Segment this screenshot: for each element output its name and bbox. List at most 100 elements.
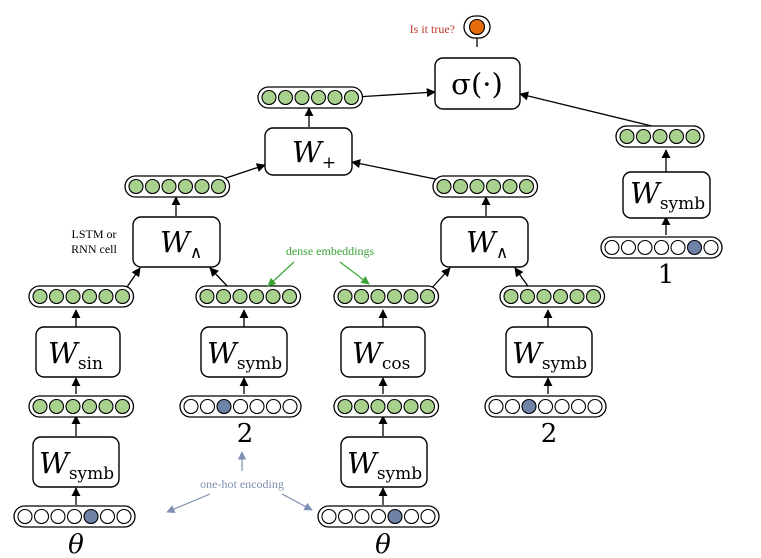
box-cos: Wcos xyxy=(340,326,426,378)
vector-sin-output xyxy=(28,285,135,308)
vector-unit xyxy=(370,398,386,415)
vector-unit xyxy=(50,508,66,525)
vector-unit xyxy=(48,288,65,305)
vector-cos-output xyxy=(333,285,440,308)
svg-text:W∧: W∧ xyxy=(466,225,508,263)
vector-unit xyxy=(83,508,99,525)
vector-unit xyxy=(337,288,353,305)
vector-unit xyxy=(569,288,585,305)
vector-unit xyxy=(232,398,249,415)
box-symb-right-top: Wsymb xyxy=(622,171,711,219)
vector-unit xyxy=(161,178,177,195)
vector-unit xyxy=(183,398,199,415)
box-sin: Wsin xyxy=(35,326,121,378)
vector-unit xyxy=(419,398,436,415)
vector-unit xyxy=(652,128,668,145)
token-two-a: 2 xyxy=(237,419,254,449)
vector-unit xyxy=(337,398,353,415)
token-one: 1 xyxy=(658,260,675,290)
vector-unit xyxy=(521,398,537,415)
vector-unit xyxy=(128,178,144,195)
edge-cosvec-to-and xyxy=(429,267,451,291)
dense-arrow-left xyxy=(267,261,295,287)
vector-unit xyxy=(354,508,370,525)
vector-unit xyxy=(536,288,552,305)
vector-unit xyxy=(327,89,343,106)
vector-unit xyxy=(420,508,436,525)
vector-unit xyxy=(452,178,469,195)
vector-unit xyxy=(436,178,452,195)
plus-main: W xyxy=(292,135,324,169)
vector-unit xyxy=(604,239,620,256)
vector-unit xyxy=(114,288,131,305)
vector-unit xyxy=(343,89,360,106)
vector-plus-input-left xyxy=(124,175,231,198)
vector-unit xyxy=(386,398,403,415)
vector-right-top xyxy=(615,125,705,148)
edge-vec-to-sigma xyxy=(355,87,436,98)
and-left-sub: ∧ xyxy=(190,243,202,263)
token-theta-a: θ xyxy=(68,530,84,558)
plus-sub: + xyxy=(322,153,336,173)
box-and-left: W∧ xyxy=(132,216,221,268)
vector-unit xyxy=(210,178,227,195)
vector-unit xyxy=(552,288,569,305)
vector-unit xyxy=(177,178,194,195)
vector-theta-a-output xyxy=(28,395,135,418)
vector-onehot-theta-b xyxy=(317,505,440,528)
vector-unit xyxy=(248,288,265,305)
vector-onehot-1 xyxy=(600,236,723,259)
vector-unit xyxy=(114,398,131,415)
vector-unit xyxy=(585,288,602,305)
vector-unit xyxy=(570,398,587,415)
vector-plus-input-right xyxy=(432,175,539,198)
vector-unit xyxy=(277,89,294,106)
vector-unit xyxy=(99,508,116,525)
box-symb-2a: Wsymb xyxy=(200,326,288,378)
vector-unit xyxy=(48,398,65,415)
vector-unit xyxy=(554,398,570,415)
vector-unit xyxy=(485,178,502,195)
vector-unit xyxy=(261,89,277,106)
dense-arrow-right xyxy=(339,261,370,285)
vector-unit xyxy=(98,288,114,305)
vector-unit xyxy=(116,508,132,525)
and-right-sub: ∧ xyxy=(496,243,508,263)
box-symb-theta-a: Wsymb xyxy=(32,436,120,488)
vector-unit xyxy=(32,288,48,305)
token-two-b: 2 xyxy=(541,419,558,449)
vector-unit xyxy=(635,128,652,145)
vector-unit xyxy=(503,288,519,305)
svg-text:Wsymb: Wsymb xyxy=(512,336,587,374)
vector-unit xyxy=(403,288,419,305)
vector-unit xyxy=(353,288,370,305)
vector-unit xyxy=(32,398,48,415)
and-left-main: W xyxy=(160,225,192,259)
one-hot-label: one-hot encoding xyxy=(200,477,284,491)
vector-symb2b-output xyxy=(499,285,606,308)
vector-unit xyxy=(282,398,298,415)
lstm-label-line2: RNN cell xyxy=(71,242,117,256)
vector-unit xyxy=(403,508,420,525)
vector-unit xyxy=(353,398,370,415)
vector-unit xyxy=(488,398,504,415)
vector-unit xyxy=(370,508,387,525)
sigma-label: σ(·) xyxy=(451,67,503,101)
svg-text:Wsymb: Wsymb xyxy=(207,336,282,374)
vector-unit xyxy=(686,239,703,256)
vector-unit xyxy=(265,398,282,415)
vector-unit xyxy=(537,398,554,415)
vector-unit xyxy=(17,508,33,525)
vector-unit xyxy=(232,288,248,305)
onehot-arrow-right xyxy=(281,493,313,511)
vector-unit xyxy=(670,239,686,256)
and-right-main: W xyxy=(466,225,498,259)
vector-unit xyxy=(249,398,265,415)
lstm-label-line1: LSTM or xyxy=(72,227,117,241)
vector-unit xyxy=(619,128,635,145)
vector-onehot-2b xyxy=(484,395,607,418)
vector-unit xyxy=(620,239,637,256)
vector-unit xyxy=(587,398,603,415)
edge-leftvec-to-plus xyxy=(219,163,266,181)
vector-unit xyxy=(518,178,535,195)
